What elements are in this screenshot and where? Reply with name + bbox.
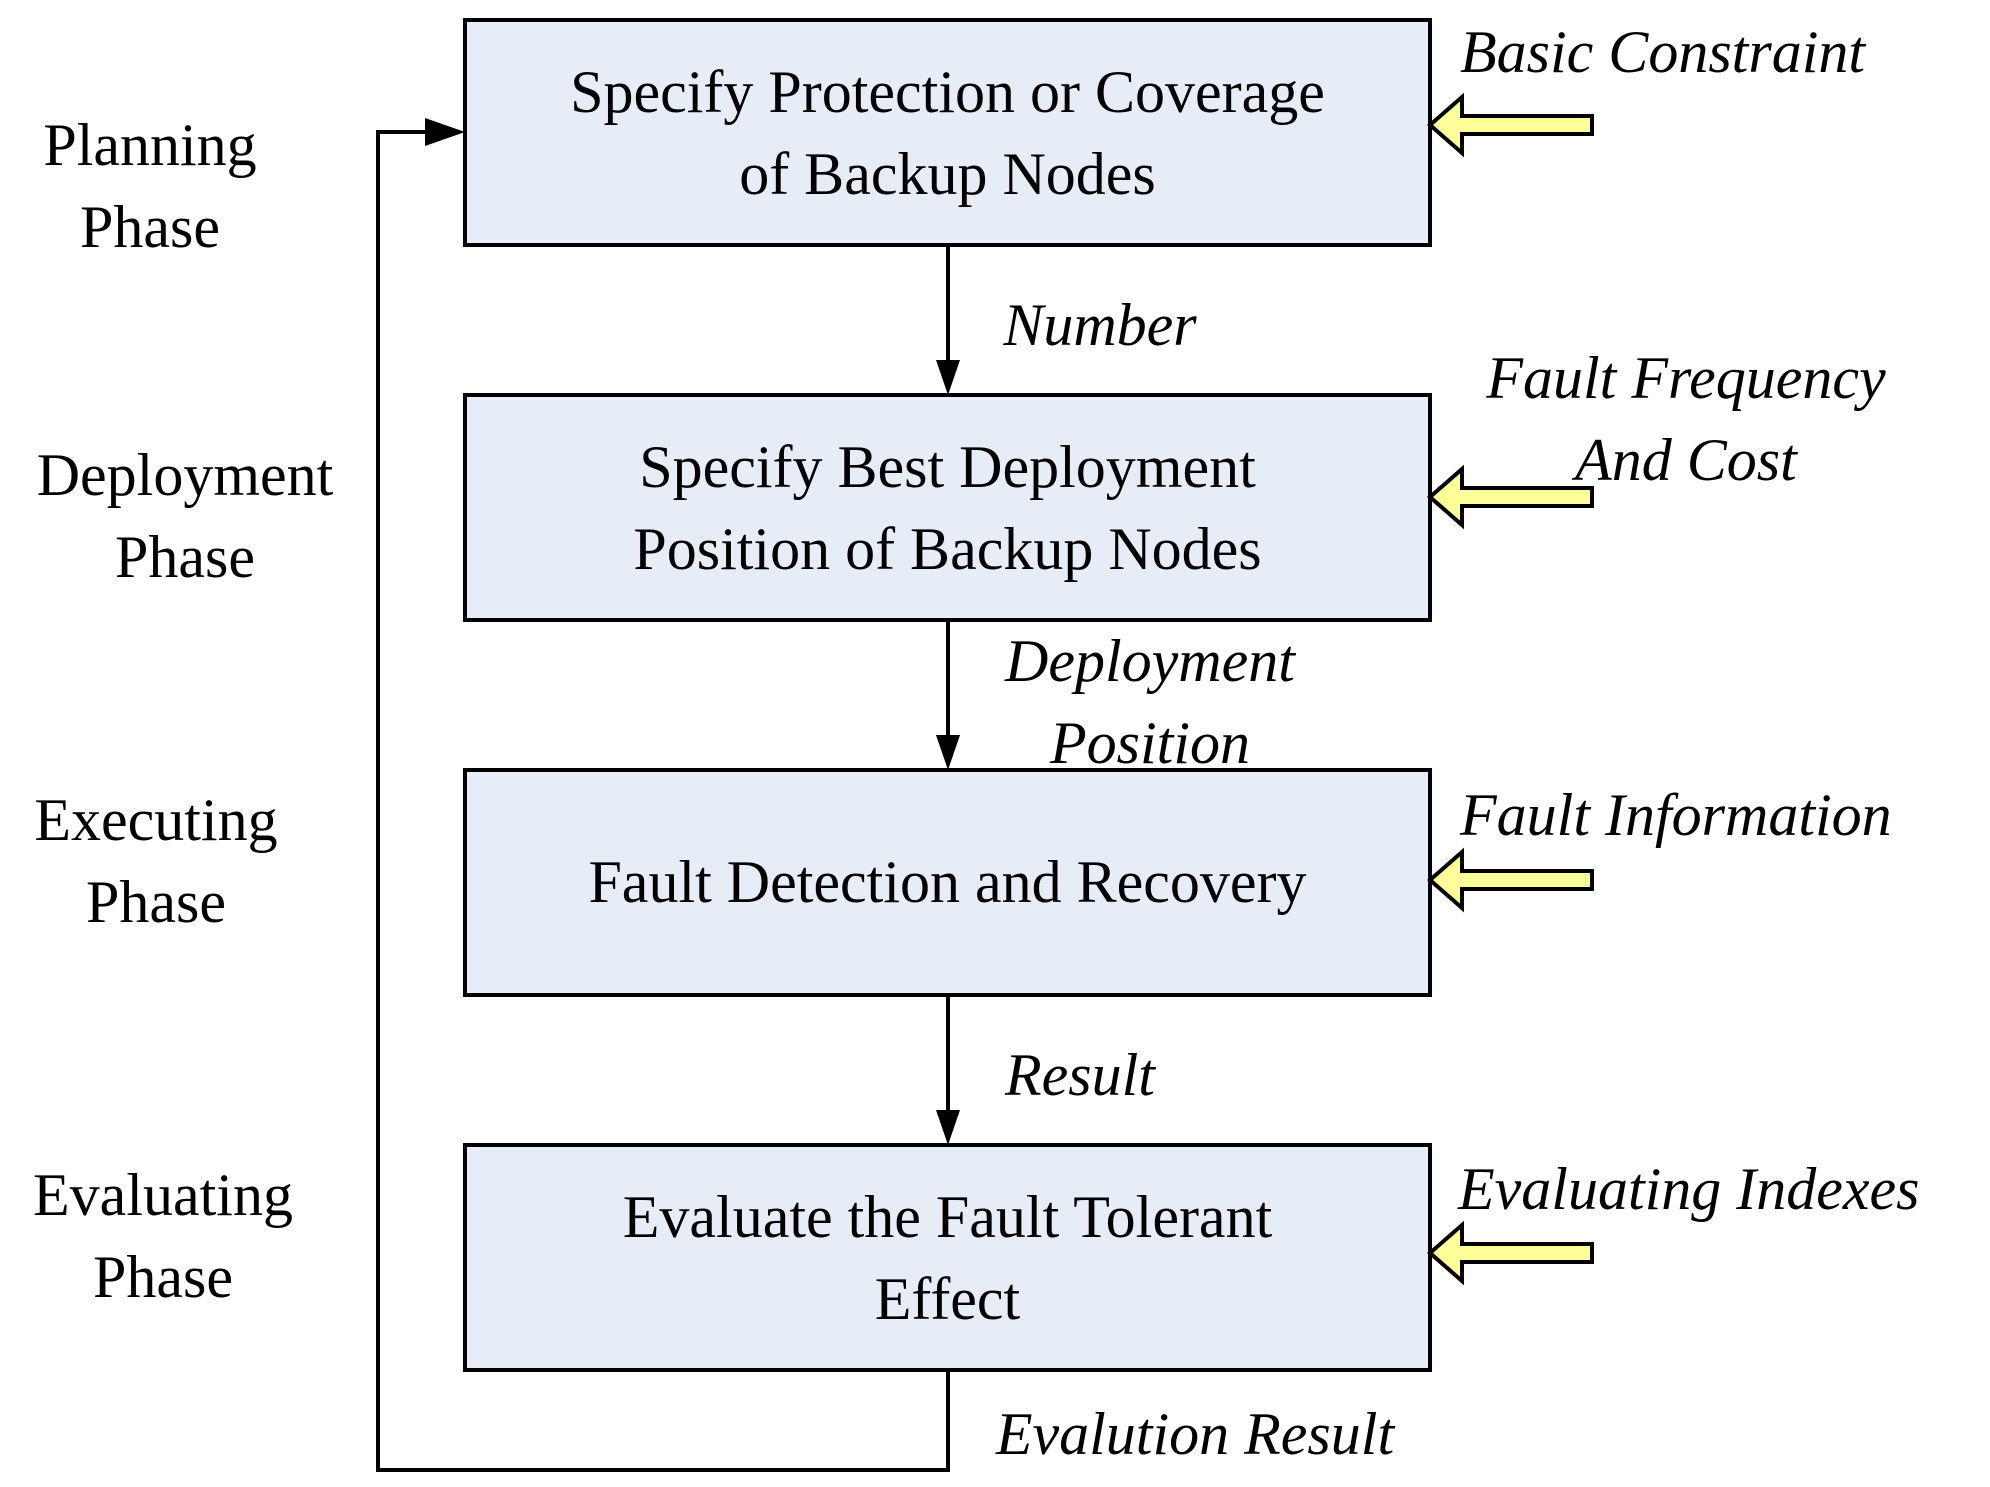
phase-label-deployment: Deployment Phase xyxy=(0,434,370,598)
flow-label-deployment-position: Deployment Position xyxy=(980,620,1320,784)
input-label-fault-frequency: Fault Frequency And Cost xyxy=(1456,337,1916,501)
step-text-line: Specify Best Deployment xyxy=(639,434,1256,500)
flow-label-line: Number xyxy=(1003,292,1197,358)
input-label-fault-information: Fault Information xyxy=(1460,774,1892,856)
input-arrows xyxy=(1426,92,1594,1286)
input-label-line: Fault Information xyxy=(1460,782,1892,848)
flow-label-number: Number xyxy=(980,284,1220,366)
input-label-line: Fault Frequency xyxy=(1486,345,1886,411)
input-label-line: And Cost xyxy=(1575,427,1797,493)
phase-label-executing: Executing Phase xyxy=(0,779,312,943)
phase-label-line: Deployment xyxy=(36,442,334,508)
feedback-loop-line xyxy=(376,130,950,1472)
flow-connectors xyxy=(376,130,950,1472)
arrowhead-down-2 xyxy=(936,735,960,770)
arrowhead-down-3 xyxy=(936,1110,960,1145)
input-arrow-fault-information xyxy=(1426,847,1594,913)
step-text-planning: Specify Protection or Coverage of Backup… xyxy=(465,51,1430,215)
step-box-executing xyxy=(463,768,1432,997)
flow-label-evalution-result: Evalution Result xyxy=(960,1393,1430,1475)
flow-label-line: Deployment xyxy=(1005,628,1295,694)
phase-label-line: Phase xyxy=(86,869,226,935)
step-text-line: Effect xyxy=(874,1266,1021,1332)
phase-label-line: Phase xyxy=(80,194,220,260)
input-label-line: Evaluating Indexes xyxy=(1458,1156,1920,1222)
input-arrow-fault-frequency xyxy=(1426,464,1594,530)
step-box-planning xyxy=(463,18,1432,247)
step-text-line: Evaluate the Fault Tolerant xyxy=(622,1184,1273,1250)
step-text-deployment: Specify Best Deployment Position of Back… xyxy=(465,426,1430,590)
arrowhead-feedback xyxy=(425,118,465,146)
step-text-evaluating: Evaluate the Fault Tolerant Effect xyxy=(465,1176,1430,1340)
input-label-basic-constraint: Basic Constraint xyxy=(1460,11,1865,93)
phase-label-line: Evaluating xyxy=(33,1162,293,1228)
flow-label-result: Result xyxy=(980,1034,1180,1116)
arrowhead-down-1 xyxy=(936,360,960,395)
flow-label-line: Result xyxy=(1005,1042,1155,1108)
step-text-line: Specify Protection or Coverage xyxy=(570,59,1325,125)
input-label-evaluating-indexes: Evaluating Indexes xyxy=(1458,1148,1920,1230)
phase-label-line: Executing xyxy=(34,787,278,853)
step-box-evaluating xyxy=(463,1143,1432,1372)
flow-label-line: Evalution Result xyxy=(995,1401,1395,1467)
flow-label-line: Position xyxy=(1049,710,1250,776)
phase-label-line: Phase xyxy=(93,1244,233,1310)
input-arrow-basic-constraint xyxy=(1426,92,1594,158)
step-box-deployment xyxy=(463,393,1432,622)
phase-label-line: Phase xyxy=(115,524,255,590)
step-text-executing: Fault Detection and Recovery xyxy=(465,841,1430,923)
input-label-line: Basic Constraint xyxy=(1460,19,1866,85)
arrowheads xyxy=(425,118,960,1145)
step-text-line: Fault Detection and Recovery xyxy=(588,849,1307,915)
phase-label-planning: Planning Phase xyxy=(0,104,300,268)
step-text-line: Position of Backup Nodes xyxy=(633,516,1262,582)
phase-label-evaluating: Evaluating Phase xyxy=(0,1154,326,1318)
phase-label-line: Planning xyxy=(43,112,257,178)
input-arrow-evaluating-indexes xyxy=(1426,1220,1594,1286)
step-text-line: of Backup Nodes xyxy=(739,141,1156,207)
